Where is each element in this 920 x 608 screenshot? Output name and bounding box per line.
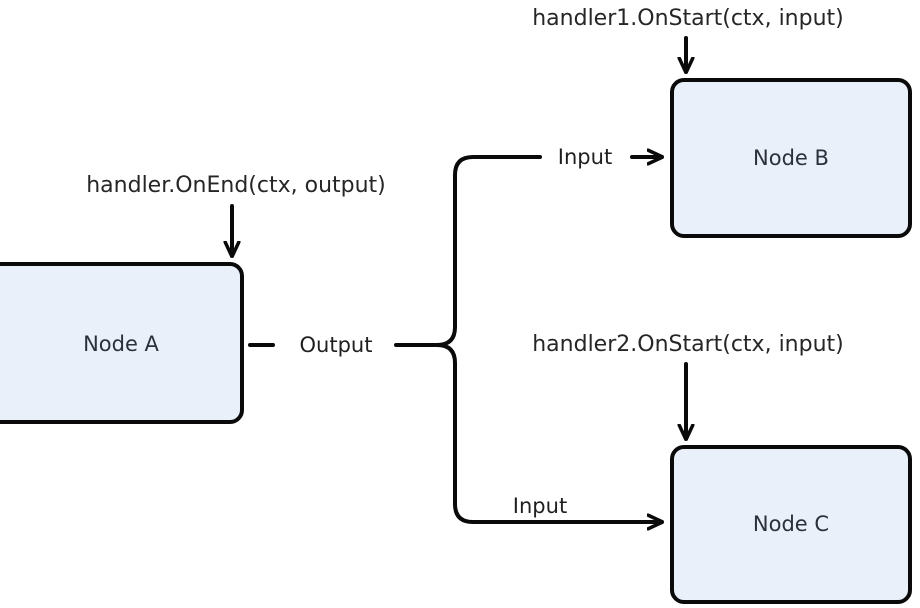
output-port-label: Output xyxy=(300,333,373,357)
node-c-box[interactable] xyxy=(670,445,912,604)
edge-branch-to-node-b xyxy=(435,155,542,347)
input-port-label-node-c: Input xyxy=(513,494,567,518)
input-port-label-node-b: Input xyxy=(558,145,612,169)
node-a-label: Node A xyxy=(83,332,159,356)
node-b[interactable]: Node B xyxy=(670,78,912,238)
node-a-box[interactable] xyxy=(0,262,244,424)
handler2-onstart-label: handler2.OnStart(ctx, input) xyxy=(532,332,844,357)
handler1-onstart-label: handler1.OnStart(ctx, input) xyxy=(532,6,844,31)
node-b-box[interactable] xyxy=(670,78,912,238)
node-b-label: Node B xyxy=(753,146,829,170)
node-c[interactable]: Node C xyxy=(670,445,912,604)
handler-onend-label: handler.OnEnd(ctx, output) xyxy=(86,173,386,198)
node-a[interactable]: Node A xyxy=(0,262,244,424)
node-c-label: Node C xyxy=(753,512,829,536)
edge-branch-to-node-c xyxy=(435,343,664,522)
